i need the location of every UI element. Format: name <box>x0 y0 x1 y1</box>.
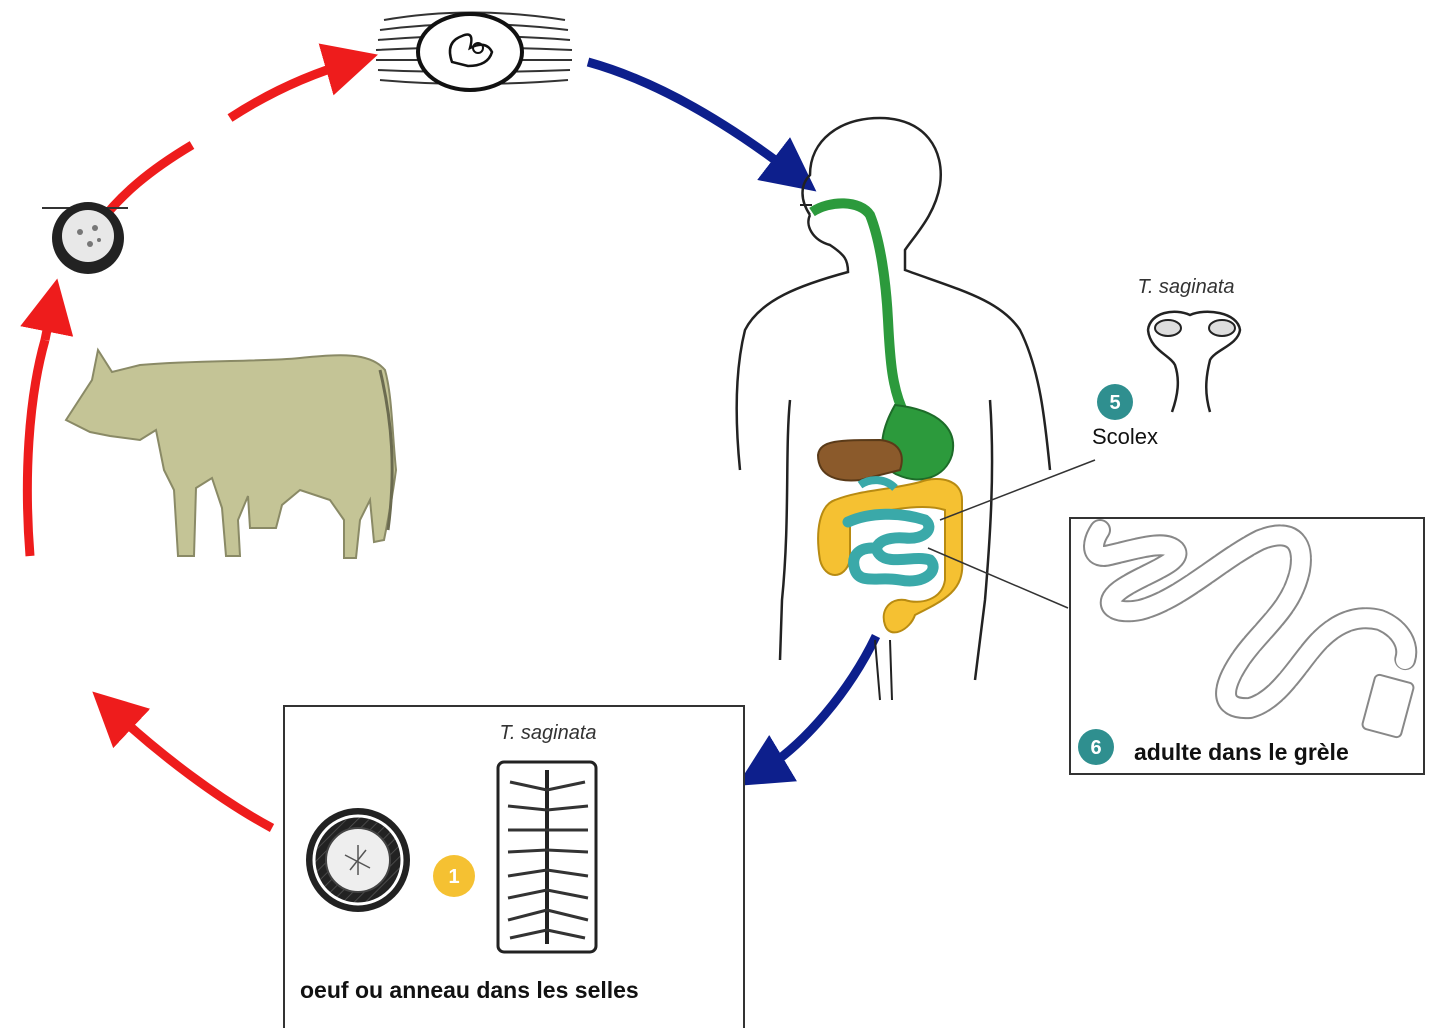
step-5-number: 5 <box>1109 392 1120 414</box>
step-1-badge: 1 <box>433 855 475 897</box>
gravid-proglottid-icon <box>498 762 596 952</box>
scolex-species-label: T. saginata <box>1137 276 1234 298</box>
human-cycle-arrows <box>588 62 876 772</box>
adult-box: 6 adulte dans le grèle <box>1070 518 1424 774</box>
cow-icon <box>66 350 396 558</box>
step-5-badge: 5 <box>1097 384 1133 420</box>
arc-left-lower <box>27 340 45 556</box>
egg-icon <box>42 202 128 274</box>
liver <box>818 440 902 480</box>
step-6-number: 6 <box>1090 737 1101 759</box>
arrow-stool-to-ground <box>112 710 272 828</box>
esophagus <box>812 203 905 415</box>
egg-detail-icon <box>306 808 410 912</box>
arrow-meat-to-human <box>588 62 795 175</box>
stool-caption: oeuf ou anneau dans les selles <box>300 977 639 1003</box>
digestive-organs <box>812 203 962 632</box>
stool-species-label: T. saginata <box>499 722 596 744</box>
arrow-to-egg <box>45 305 52 340</box>
adult-caption: adulte dans le grèle <box>1134 739 1349 765</box>
arrow-human-to-stool <box>760 636 876 772</box>
arrow-to-cysticercus <box>230 62 352 118</box>
cysticercus-in-muscle-icon <box>376 13 572 91</box>
step-1-number: 1 <box>448 866 459 888</box>
scolex-caption: Scolex <box>1092 424 1158 449</box>
scolex-icon <box>1148 312 1240 412</box>
step-6-badge: 6 <box>1078 729 1114 765</box>
scolex-leader-line <box>940 460 1095 520</box>
small-intestine <box>848 514 933 581</box>
stool-box: T. saginata 1 oeuf ou anneau dans les se… <box>284 706 744 1028</box>
